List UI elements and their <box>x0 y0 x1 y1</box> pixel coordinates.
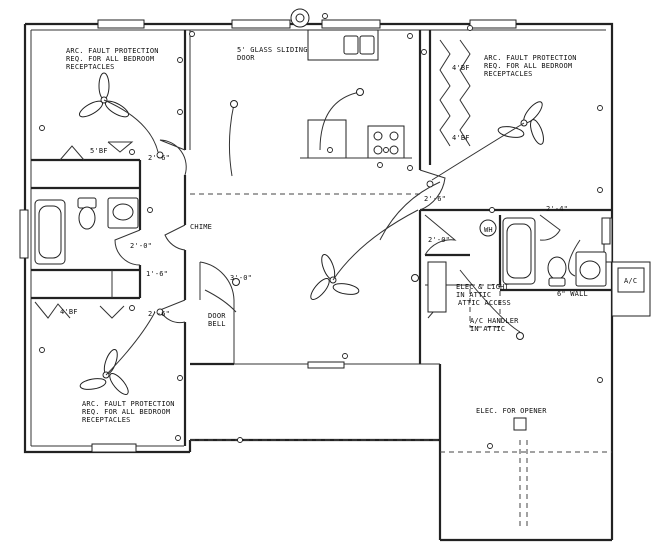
svg-text:DOOR: DOOR <box>237 54 255 62</box>
label-ac: A/C <box>624 277 637 285</box>
dim-2-6: 2'-6" <box>148 154 170 162</box>
svg-text:ARC. FAULT PROTECTION: ARC. FAULT PROTECTION <box>484 54 577 62</box>
dim-2-0: 2'-0" <box>428 236 450 244</box>
svg-text:5' GLASS SLIDING: 5' GLASS SLIDING <box>237 46 308 54</box>
note-arc-fault-bedroom-3: ARC. FAULT PROTECTION REQ. FOR ALL BEDRO… <box>82 400 175 424</box>
note-arc-fault-bedroom-2: ARC. FAULT PROTECTION REQ. FOR ALL BEDRO… <box>484 54 577 78</box>
ceiling-fan-icon <box>497 101 544 145</box>
svg-text:DOOR: DOOR <box>208 312 226 320</box>
svg-text:RECEPTACLES: RECEPTACLES <box>66 63 115 71</box>
svg-text:ARC. FAULT PROTECTION: ARC. FAULT PROTECTION <box>82 400 175 408</box>
svg-text:BELL: BELL <box>208 320 226 328</box>
svg-text:REQ. FOR ALL BEDROOM: REQ. FOR ALL BEDROOM <box>66 55 154 63</box>
note-sliding-door: 5' GLASS SLIDING DOOR <box>237 46 308 62</box>
svg-text:IN ATTIC: IN ATTIC <box>456 291 491 299</box>
label-chime: CHIME <box>190 223 212 231</box>
label-ac-handler: A/C HANDLER IN ATTIC <box>470 317 519 333</box>
svg-text:ELEC & LIGHT: ELEC & LIGHT <box>456 283 510 291</box>
doors <box>59 139 561 324</box>
ceiling-fan-icon <box>78 72 130 118</box>
label-attic-access: ATTIC ACCESS <box>458 299 511 307</box>
svg-text:RECEPTACLES: RECEPTACLES <box>82 416 131 424</box>
note-arc-fault-bedroom-1: ARC. FAULT PROTECTION REQ. FOR ALL BEDRO… <box>66 47 159 71</box>
light-fixtures <box>230 8 527 431</box>
dim-1-6: 1'-6" <box>146 270 168 278</box>
bath-2-fixtures <box>502 217 611 287</box>
ceiling-fan-icon <box>310 254 360 300</box>
dim-2-4: 2'-4" <box>546 205 568 213</box>
svg-text:RECEPTACLES: RECEPTACLES <box>484 70 533 78</box>
dim-4bf: 4'BF <box>452 134 470 142</box>
label-elec-light-attic: ELEC & LIGHT IN ATTIC <box>456 283 510 299</box>
dim-2-6: 2'-6" <box>424 195 446 203</box>
panel <box>427 261 447 313</box>
label-6in-wall: 6" WALL <box>557 290 588 298</box>
dim-5bf: 5'BF <box>90 147 108 155</box>
interior-walls <box>31 30 612 446</box>
label-wh: WH <box>484 226 493 234</box>
dim-4bf: 4'BF <box>60 308 78 316</box>
dim-2-0: 2'-0" <box>130 242 152 250</box>
water-heater <box>479 219 497 237</box>
dim-3-0: 3'-0" <box>230 274 252 282</box>
dim-4bf: 4'BF <box>452 64 470 72</box>
dim-2-6: 2'-6" <box>148 310 170 318</box>
ceiling-fan-icon <box>79 349 129 395</box>
dashed-lines <box>190 193 612 530</box>
bath-1-fixtures <box>34 197 139 265</box>
receptacles <box>39 13 603 449</box>
svg-text:REQ. FOR ALL BEDROOM: REQ. FOR ALL BEDROOM <box>484 62 572 70</box>
ac-unit <box>611 261 651 317</box>
label-elec-opener: ELEC. FOR OPENER <box>476 407 547 415</box>
svg-text:IN ATTIC: IN ATTIC <box>470 325 505 333</box>
svg-text:A/C HANDLER: A/C HANDLER <box>470 317 519 325</box>
svg-text:ARC. FAULT PROTECTION: ARC. FAULT PROTECTION <box>66 47 159 55</box>
svg-text:REQ. FOR ALL BEDROOM: REQ. FOR ALL BEDROOM <box>82 408 170 416</box>
kitchen-fixtures <box>300 29 412 159</box>
label-door-bell: DOOR BELL <box>208 312 226 328</box>
